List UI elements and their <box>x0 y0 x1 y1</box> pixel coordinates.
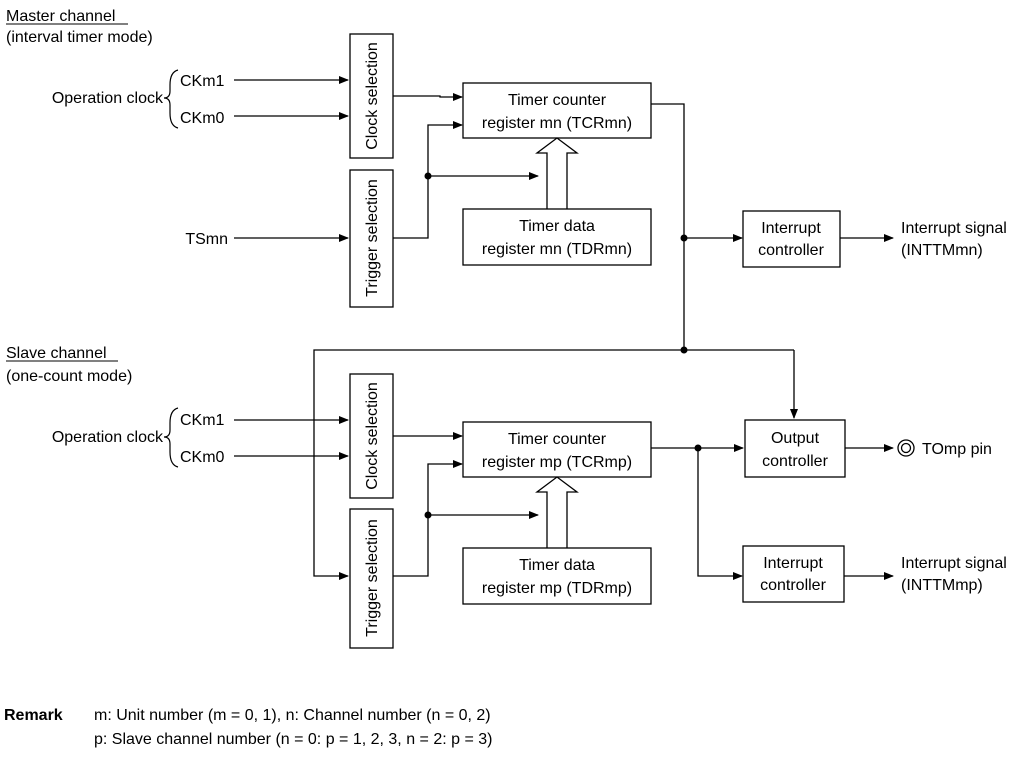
master-interrupt-line2: controller <box>758 242 824 259</box>
slave-interrupt-line1: Interrupt <box>763 555 823 572</box>
master-clock-selection-label: Clock selection <box>364 42 381 150</box>
slave-tcr-line2: register mp (TCRmp) <box>482 454 632 471</box>
slave-tdr-line2: register mp (TDRmp) <box>482 580 632 597</box>
remark-line-1: m: Unit number (m = 0, 1), n: Channel nu… <box>94 707 491 724</box>
slave-operation-clock-label: Operation clock <box>52 429 164 446</box>
master-operation-clock-label: Operation clock <box>52 90 164 107</box>
remark-keyword: Remark <box>4 707 63 724</box>
slave-trigger-selection-box <box>349 508 394 649</box>
slave-trigger-junction <box>424 511 432 519</box>
pin-icon-outer <box>897 439 915 457</box>
master-ckm1-label: CKm1 <box>180 73 225 90</box>
slave-mode-label: (one-count mode) <box>6 368 132 385</box>
master-load-arrow <box>535 137 579 209</box>
link-junction <box>680 346 688 354</box>
slave-ckm1-label: CKm1 <box>180 412 225 429</box>
master-clock-brace <box>163 69 179 129</box>
slave-interrupt-signal-line2: (INTTMmp) <box>901 577 983 594</box>
master-trigger-junction <box>424 172 432 180</box>
master-tcr-line2: register mn (TCRmn) <box>482 115 632 132</box>
remark-line-2: p: Slave channel number (n = 0: p = 1, 2… <box>94 731 493 748</box>
slave-tcr-line1: Timer counter <box>508 431 607 448</box>
master-interrupt-signal-line1: Interrupt signal <box>901 220 1007 237</box>
master-slave-link-line <box>313 349 794 580</box>
slave-tcr-to-interrupt-line <box>697 448 743 580</box>
master-tdr-line1: Timer data <box>519 218 595 235</box>
slave-tdr-box <box>462 547 652 605</box>
master-channel-heading: Master channel <box>6 8 115 25</box>
slave-ckm0-label: CKm0 <box>180 449 225 466</box>
slave-pin-label: TOmp pin <box>922 441 992 458</box>
slave-trigger-path <box>393 460 463 577</box>
master-clock-selection-box <box>349 33 394 159</box>
slave-clock-selection-box <box>349 373 394 499</box>
master-tdr-box <box>462 208 652 266</box>
master-clock-to-tcr-line <box>393 93 463 101</box>
slave-interrupt-controller-box <box>742 545 845 603</box>
master-ckm0-label: CKm0 <box>180 110 225 127</box>
master-interrupt-controller-box <box>742 210 841 268</box>
master-tcr-line1: Timer counter <box>508 92 607 109</box>
master-output-junction <box>680 234 688 242</box>
master-tsmn-label: TSmn <box>185 231 228 248</box>
master-tcr-box <box>462 82 652 139</box>
slave-interrupt-signal-line1: Interrupt signal <box>901 555 1007 572</box>
master-trigger-selection-box <box>349 169 394 308</box>
slave-tcr-box <box>462 421 652 478</box>
slave-clock-selection-label: Clock selection <box>364 382 381 490</box>
master-interrupt-signal-line2: (INTTMmn) <box>901 242 983 259</box>
slave-trigger-selection-label: Trigger selection <box>364 519 381 637</box>
slave-output-junction <box>694 444 702 452</box>
timer-channel-diagram: Master channel (interval timer mode) Ope… <box>6 8 1007 649</box>
master-tdr-line2: register mn (TDRmn) <box>482 241 632 258</box>
slave-channel-heading: Slave channel <box>6 345 107 362</box>
slave-tdr-line1: Timer data <box>519 557 595 574</box>
master-trigger-path <box>393 121 463 239</box>
slave-output-line2: controller <box>762 453 828 470</box>
pin-icon-inner <box>900 442 912 454</box>
master-mode-label: (interval timer mode) <box>6 29 153 46</box>
slave-clock-brace <box>163 407 179 468</box>
slave-interrupt-line2: controller <box>760 577 826 594</box>
slave-output-line1: Output <box>771 430 820 447</box>
master-interrupt-line1: Interrupt <box>761 220 821 237</box>
master-output-line <box>651 103 685 350</box>
master-trigger-selection-label: Trigger selection <box>364 179 381 297</box>
slave-load-arrow <box>535 476 579 548</box>
